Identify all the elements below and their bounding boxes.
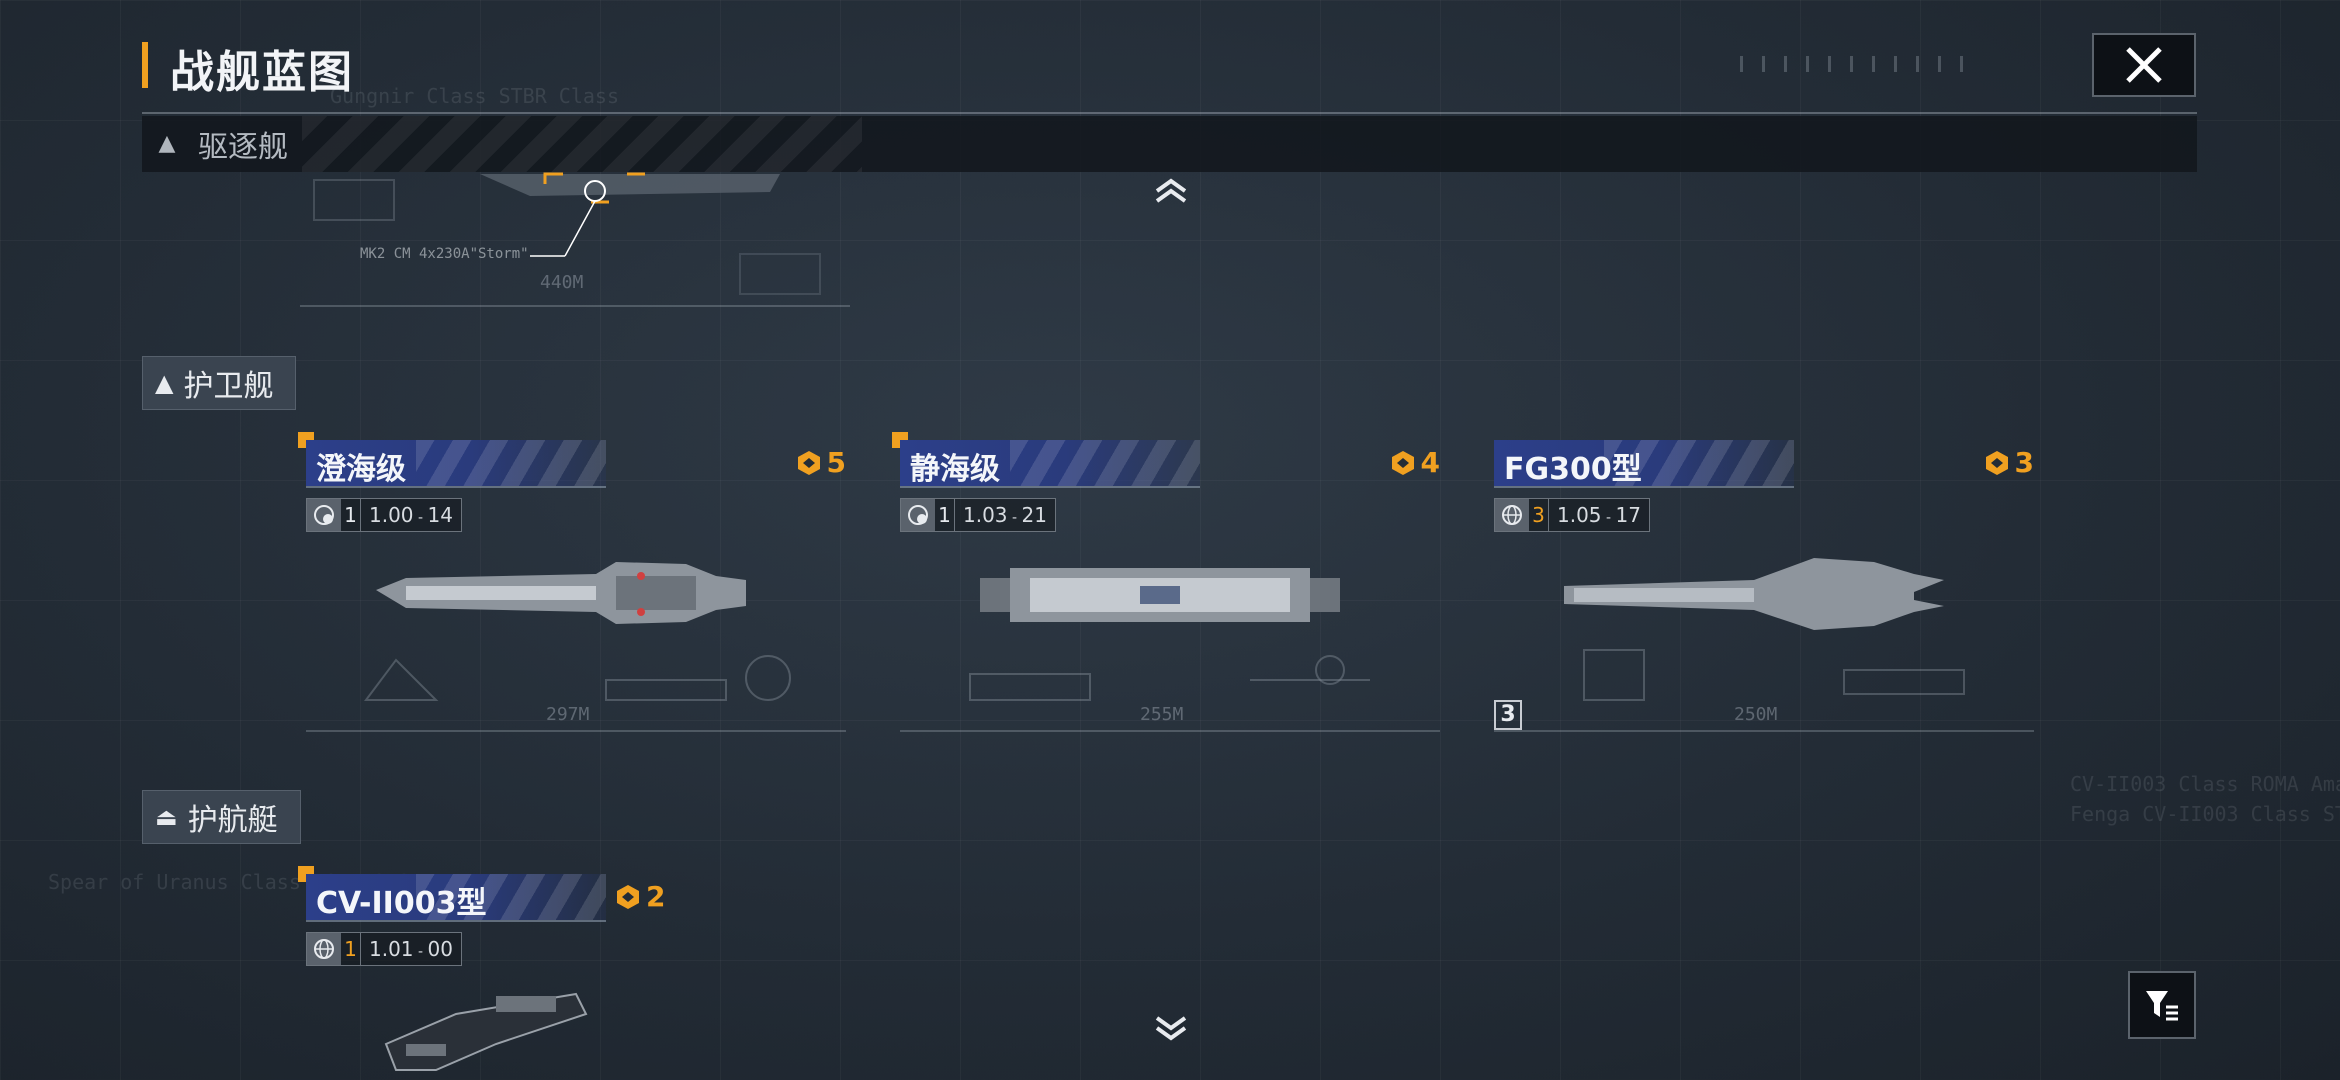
background-deco-text: Fenga CV-II003 Class STBR Class — [2070, 802, 2340, 826]
version-module-icon — [307, 499, 341, 531]
ship-name-plate — [306, 874, 606, 920]
ship-name: 澄海级 — [316, 452, 406, 487]
header-tick-decoration — [1740, 56, 1970, 72]
length-scale — [900, 708, 1440, 732]
version-count: 1 — [935, 499, 955, 531]
blueprint-sketch — [969, 655, 1370, 701]
blueprint-sketch — [1583, 649, 1965, 701]
name-underline — [1494, 486, 1794, 488]
name-underline — [900, 486, 1200, 488]
corvette-class-icon: ⏏ — [155, 803, 178, 831]
category-label-corvette: 护航艇 — [187, 803, 278, 838]
rarity-icon — [797, 450, 820, 475]
close-icon — [2126, 47, 2162, 83]
header-divider — [142, 112, 2197, 114]
ship-card-jinghai[interactable]: 静海级 4 1 1.03 - 21 255M — [892, 432, 1440, 760]
ship-card-chenghai[interactable]: 澄海级 5 1 1.00 - 14 297M — [298, 432, 846, 760]
filter-icon — [2146, 991, 2178, 1021]
rarity-value: 2 — [646, 880, 666, 913]
rarity-value: 3 — [2014, 446, 2034, 479]
ship-length: 297M — [546, 704, 590, 725]
version-value: 1.01 - 00 — [369, 937, 453, 961]
close-button[interactable] — [2092, 33, 2196, 97]
category-tag-corvette[interactable]: ⏏ 护航艇 — [142, 790, 301, 844]
section-header-destroyer[interactable]: ▲ 驱逐舰 — [142, 116, 2197, 172]
ship-name: 静海级 — [910, 452, 1000, 487]
globe-icon — [1495, 499, 1529, 531]
ship-name: FG300型 — [1504, 452, 1642, 487]
version-module-icon — [901, 499, 935, 531]
destroyer-weapon-label: MK2 CM 4x230A"Storm" — [360, 246, 529, 262]
frigate-class-icon: ▲ — [155, 369, 174, 397]
ship-model-cv-ii003 — [384, 992, 588, 1071]
version-count: 1 — [341, 499, 361, 531]
version-tag: 1 1.03 - 21 — [900, 498, 1056, 532]
ship-length: 255M — [1140, 704, 1184, 725]
version-tag: 3 1.05 - 17 — [1494, 498, 1650, 532]
category-tag-frigate[interactable]: ▲ 护卫舰 — [142, 356, 297, 410]
length-scale — [306, 708, 846, 732]
rarity-icon — [1985, 450, 2008, 475]
name-underline — [306, 920, 606, 922]
rarity-value: 5 — [826, 446, 846, 479]
rarity-badge: 3 — [1983, 446, 2034, 479]
rarity-icon — [617, 884, 639, 909]
rarity-badge: 4 — [1389, 446, 1440, 479]
rarity-badge: 5 — [795, 446, 846, 479]
ship-card-fg300[interactable]: FG300型 3 3 1.05 - 17 3 250M — [1494, 440, 2034, 760]
destroyer-length: 440M — [540, 272, 584, 293]
version-tag: 1 1.00 - 14 — [306, 498, 462, 532]
version-tag: 1 1.01 - 00 — [306, 932, 462, 966]
filter-button[interactable] — [2128, 971, 2196, 1039]
ship-length: 250M — [1734, 704, 1778, 725]
length-scale — [1494, 708, 2034, 732]
destroyer-class-icon: ▲ — [158, 131, 176, 156]
ship-model-fg300 — [1564, 558, 1944, 630]
ship-name: CV-II003型 — [316, 886, 487, 921]
destroyer-ship-preview[interactable] — [300, 170, 860, 310]
version-count: 3 — [1529, 499, 1549, 531]
background-deco-text: Gungnir Class STBR Class — [330, 84, 619, 108]
background-deco-text: CV-II003 Class ROMA Amantia — [2070, 772, 2340, 796]
globe-icon — [307, 933, 341, 965]
ship-model-jinghai — [980, 568, 1340, 622]
rarity-value: 4 — [1420, 446, 1440, 479]
rarity-badge: 2 — [614, 880, 665, 913]
name-underline — [306, 486, 606, 488]
blueprint-sketch — [364, 655, 791, 701]
ship-name-plate — [1494, 440, 1794, 486]
rarity-icon — [1391, 450, 1414, 475]
category-label-frigate: 护卫舰 — [183, 369, 274, 404]
chevron-down-icon[interactable] — [1153, 1016, 1189, 1042]
version-value: 1.00 - 14 — [369, 503, 453, 527]
version-value: 1.03 - 21 — [963, 503, 1047, 527]
chevron-up-icon[interactable] — [1153, 177, 1189, 203]
ship-name-plate — [900, 440, 1200, 486]
stack-count-badge: 3 — [1494, 700, 1522, 730]
ship-name-plate — [306, 440, 606, 486]
ship-card-cv-ii003[interactable]: CV-II003型 2 1 1.01 - 00 — [298, 866, 846, 1074]
version-value: 1.05 - 17 — [1557, 503, 1641, 527]
title-accent-bar — [142, 42, 148, 88]
version-count: 1 — [341, 933, 361, 965]
section-label-destroyer: 驱逐舰 — [198, 130, 288, 165]
ship-model-chenghai — [376, 562, 746, 624]
page-title: 战舰蓝图 — [170, 47, 354, 98]
